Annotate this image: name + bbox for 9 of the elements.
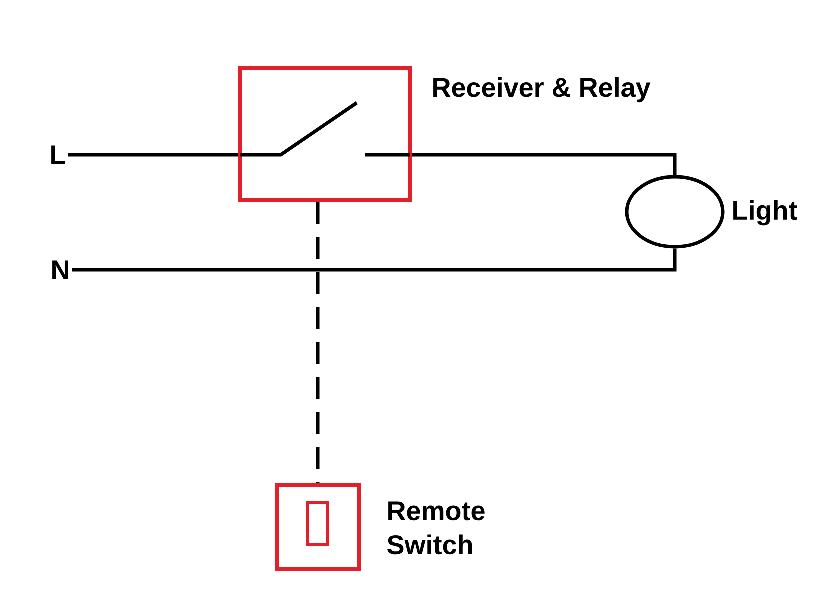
heading: Remote Switch: [388, 502, 485, 555]
wire-label: L: [52, 146, 66, 164]
dashed-link: [316, 202, 320, 483]
wire: [68, 153, 238, 157]
wire: [412, 153, 677, 176]
heading: Receiver & Relay: [434, 77, 651, 103]
wire-label: N: [52, 260, 68, 280]
wire: [72, 248, 677, 272]
heading: Light: [734, 200, 798, 226]
